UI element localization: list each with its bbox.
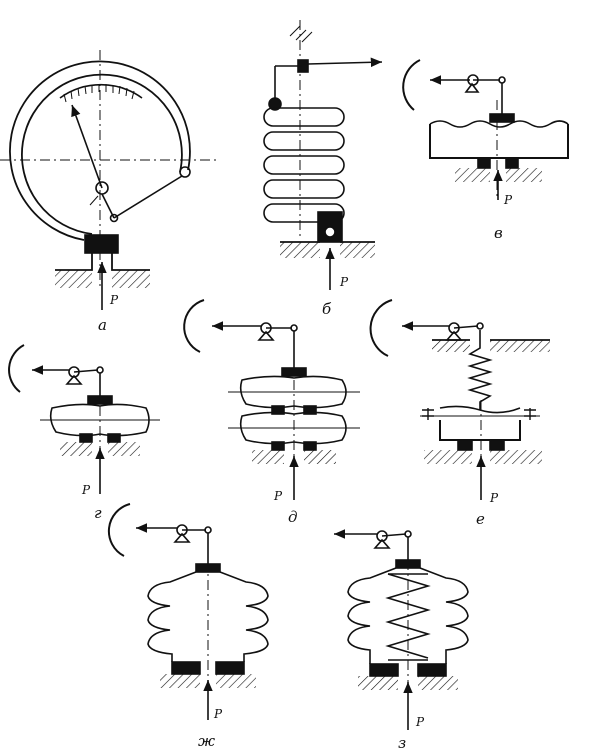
label-d: д bbox=[288, 508, 298, 526]
pressure-label: P bbox=[339, 275, 349, 289]
pressure-labels: P P P P P P P P bbox=[81, 193, 513, 729]
figure-z-spring-bellows bbox=[334, 529, 469, 730]
figure-a-bourdon-tube bbox=[0, 50, 220, 310]
label-v: в bbox=[494, 224, 503, 242]
figure-d-double-capsule bbox=[183, 299, 360, 500]
figure-e-spring-diaphragm bbox=[369, 299, 550, 500]
pressure-label: P bbox=[489, 491, 499, 505]
figure-b-helical-tube bbox=[263, 20, 383, 290]
figure-g-capsule bbox=[8, 344, 160, 494]
label-g: г bbox=[94, 504, 102, 522]
pressure-label: P bbox=[273, 489, 283, 503]
pressure-label: P bbox=[213, 707, 223, 721]
pressure-label: P bbox=[81, 483, 91, 497]
pressure-label: P bbox=[503, 193, 513, 207]
label-b: б bbox=[322, 300, 332, 318]
figure-zh-bellows bbox=[107, 503, 269, 720]
figure-labels: а б в г д е ж з bbox=[94, 224, 503, 752]
label-e: е bbox=[476, 510, 485, 528]
pressure-label: P bbox=[415, 715, 425, 729]
label-z: з bbox=[398, 734, 406, 752]
label-zh: ж bbox=[198, 732, 215, 750]
label-a: а bbox=[98, 316, 107, 334]
pressure-label: P bbox=[109, 293, 119, 307]
figure-v-flat-diaphragm bbox=[402, 59, 569, 200]
